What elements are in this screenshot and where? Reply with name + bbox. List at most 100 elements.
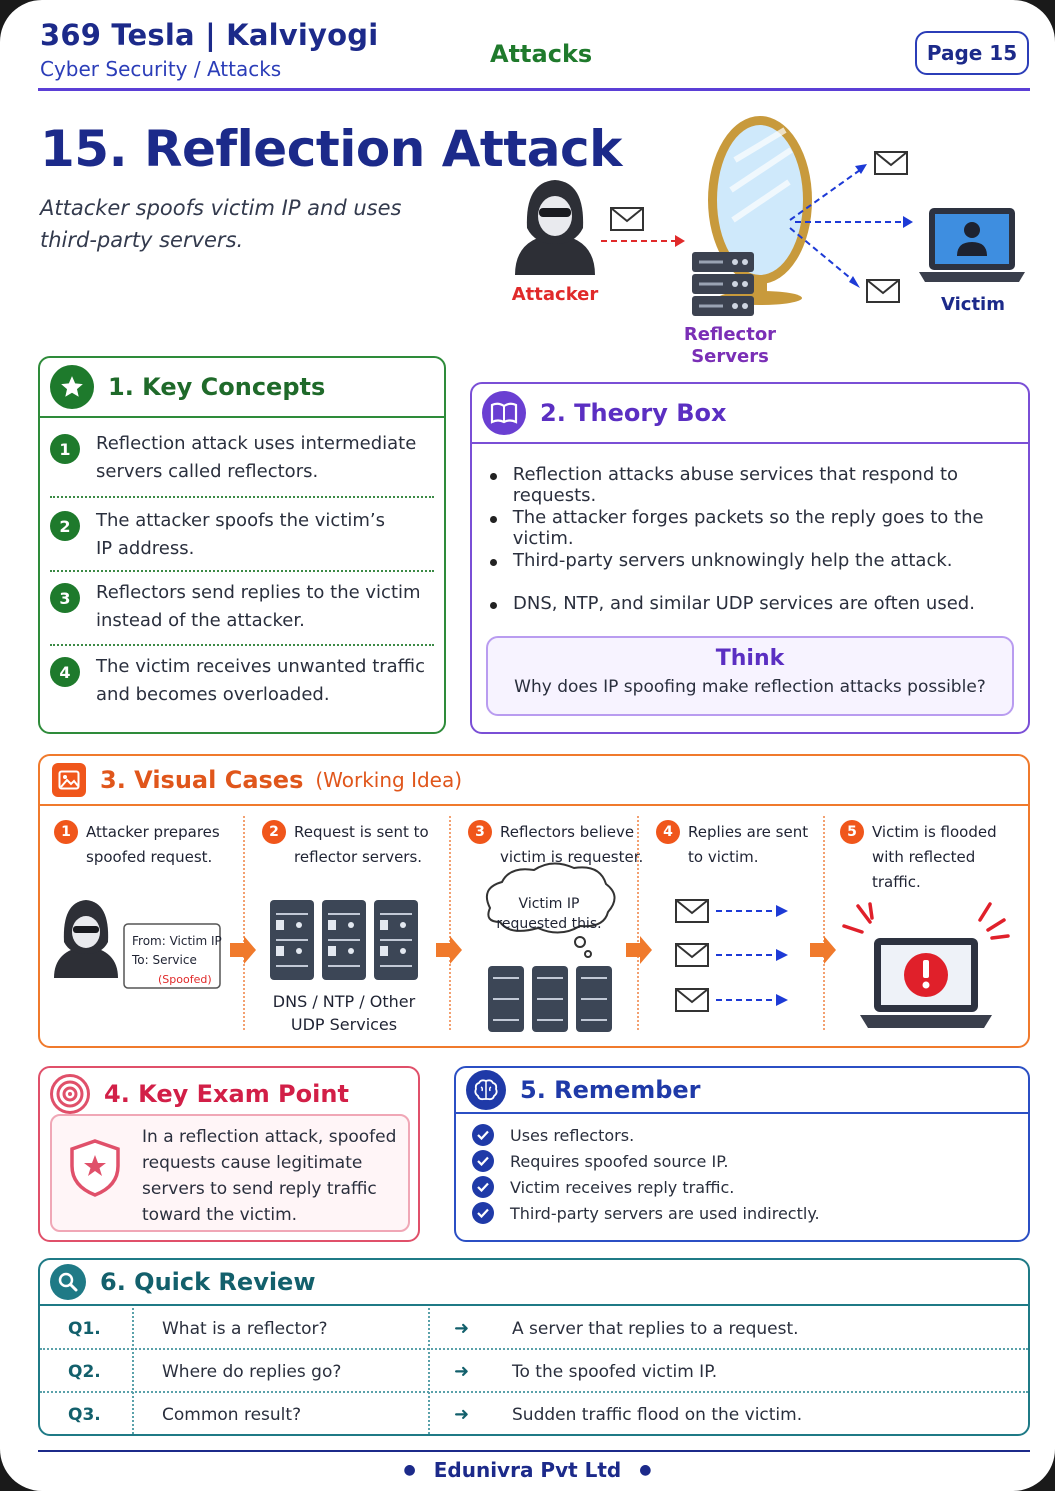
check-icon bbox=[472, 1176, 494, 1198]
theory-item: The attacker forges packets so the reply… bbox=[486, 507, 1028, 549]
visual-cases-illustration bbox=[54, 862, 1010, 1032]
envelope-icon bbox=[866, 279, 900, 303]
think-callout: Think Why does IP spoofing make reflecti… bbox=[486, 636, 1014, 716]
visual-cases-panel: 3. Visual Cases (Working Idea) 1 Attacke… bbox=[38, 754, 1030, 1048]
bullet bbox=[490, 516, 497, 523]
target-icon bbox=[50, 1074, 90, 1114]
step-text-line: with reflected traffic. bbox=[872, 848, 976, 891]
remember-item: Requires spoofed source IP. bbox=[472, 1150, 728, 1172]
review-question-number: Q3. bbox=[68, 1405, 101, 1425]
concept-text-line: Reflection attack uses intermediate bbox=[96, 433, 417, 454]
book-icon bbox=[482, 391, 526, 435]
concept-text-line: instead of the attacker. bbox=[96, 610, 305, 631]
divider bbox=[50, 570, 434, 572]
quick-review-panel: 6. Quick Review Q1. What is a reflector?… bbox=[38, 1258, 1030, 1436]
envelope-icon bbox=[675, 943, 709, 967]
arrow-icon bbox=[230, 936, 256, 964]
concept-text-line: The victim receives unwanted traffic bbox=[96, 656, 425, 677]
concept-text-line: and becomes overloaded. bbox=[96, 684, 330, 705]
bullet: ● bbox=[639, 1462, 652, 1478]
attacker-label: Attacker bbox=[511, 284, 599, 305]
check-icon bbox=[472, 1124, 494, 1146]
exam-point-panel: 4. Key Exam Point In a reflection attack… bbox=[38, 1066, 420, 1242]
concept-text: Reflectors send replies to the victim in… bbox=[96, 579, 421, 635]
footer: ●Edunivra Pvt Ltd● bbox=[0, 1458, 1055, 1482]
review-row: Q3. Common result? ➜ Sudden traffic floo… bbox=[40, 1394, 1028, 1434]
envelope-icon bbox=[874, 151, 908, 175]
hero-diagram: Attacker Reflector Servers Victim bbox=[495, 110, 1040, 375]
concept-text: The attacker spoofs the victim’s IP addr… bbox=[96, 507, 385, 563]
concept-item: 2 The attacker spoofs the victim’s IP ad… bbox=[50, 507, 434, 563]
review-question: Where do replies go? bbox=[162, 1362, 342, 1382]
server-rack-icon bbox=[488, 966, 612, 1032]
remember-item-text: Requires spoofed source IP. bbox=[510, 1151, 729, 1171]
packet-to: To: Service bbox=[132, 953, 197, 967]
star-icon bbox=[50, 365, 94, 409]
concept-item: 3 Reflectors send replies to the victim … bbox=[50, 579, 434, 635]
visual-cases-subtitle: (Working Idea) bbox=[315, 768, 463, 792]
arrow-right-icon: ➜ bbox=[454, 1318, 470, 1339]
theory-item: Reflection attacks abuse services that r… bbox=[486, 464, 1028, 506]
shield-icon bbox=[70, 1139, 120, 1197]
visual-cases-title: 3. Visual Cases bbox=[100, 766, 304, 794]
step-text-line: spoofed request. bbox=[86, 848, 213, 866]
alert-burst-icon bbox=[842, 902, 1010, 940]
concept-text-line: servers called reflectors. bbox=[96, 461, 319, 482]
spoofed-packet-text: From: Victim IP To: Service (Spoofed) bbox=[132, 932, 222, 989]
review-answer: Sudden traffic flood on the victim. bbox=[512, 1405, 803, 1425]
divider bbox=[132, 1308, 134, 1434]
theory-panel: 2. Theory Box Reflection attacks abuse s… bbox=[470, 382, 1030, 734]
envelope-icon bbox=[675, 988, 709, 1012]
arrow-icon bbox=[626, 936, 652, 964]
exam-point-text: In a reflection attack, spoofed requests… bbox=[142, 1127, 397, 1225]
remember-item-text: Third-party servers are used indirectly. bbox=[510, 1203, 820, 1223]
arrow-right-icon: ➜ bbox=[454, 1404, 470, 1425]
step-number: 3 bbox=[468, 820, 492, 844]
exam-point-header: 4. Key Exam Point bbox=[40, 1068, 418, 1120]
arrow-right-icon: ➜ bbox=[454, 1361, 470, 1382]
review-question-number: Q2. bbox=[68, 1362, 101, 1382]
concept-number: 1 bbox=[50, 434, 80, 464]
divider bbox=[50, 496, 434, 498]
laptop-alert-icon bbox=[860, 938, 992, 1028]
search-icon bbox=[50, 1264, 86, 1300]
bullet: ● bbox=[403, 1462, 416, 1478]
remember-item-text: Uses reflectors. bbox=[510, 1125, 635, 1145]
divider bbox=[40, 1391, 1028, 1393]
concept-item: 1 Reflection attack uses intermediate se… bbox=[50, 430, 434, 486]
divider bbox=[449, 816, 451, 1030]
breadcrumb: Cyber Security / Attacks bbox=[40, 57, 282, 81]
theory-title: 2. Theory Box bbox=[540, 399, 727, 427]
review-question-number: Q1. bbox=[68, 1319, 101, 1339]
concept-text: Reflection attack uses intermediate serv… bbox=[96, 430, 416, 486]
theory-item: DNS, NTP, and similar UDP services are o… bbox=[486, 593, 975, 614]
step-text-line: to victim. bbox=[688, 848, 759, 866]
bullet bbox=[490, 602, 497, 609]
page-title: 15. Reflection Attack bbox=[40, 120, 622, 178]
divider bbox=[428, 1308, 430, 1434]
reflector-label-line: Servers bbox=[691, 346, 769, 367]
hacker-icon bbox=[515, 180, 595, 275]
arrow-icon bbox=[436, 936, 462, 964]
theory-item-text: Third-party servers unknowingly help the… bbox=[513, 550, 953, 571]
step-number: 2 bbox=[262, 820, 286, 844]
remember-item: Uses reflectors. bbox=[472, 1124, 634, 1146]
concept-text-line: The attacker spoofs the victim’s bbox=[96, 510, 386, 531]
step-text-line: reflector servers. bbox=[294, 848, 423, 866]
step-text-line: Reflectors believe bbox=[500, 823, 635, 841]
remember-item: Third-party servers are used indirectly. bbox=[472, 1202, 820, 1224]
services-caption: DNS / NTP / Other UDP Services bbox=[262, 990, 426, 1036]
theory-item-text: The attacker forges packets so the reply… bbox=[512, 507, 984, 549]
server-rack-icon bbox=[270, 900, 418, 980]
packet-spoofed-tag: (Spoofed) bbox=[158, 973, 212, 986]
hacker-icon bbox=[54, 900, 118, 978]
think-question: Why does IP spoofing make reflection att… bbox=[514, 677, 986, 697]
reflector-label: Reflector Servers bbox=[675, 324, 785, 368]
thought-bubble-icon bbox=[486, 862, 616, 958]
